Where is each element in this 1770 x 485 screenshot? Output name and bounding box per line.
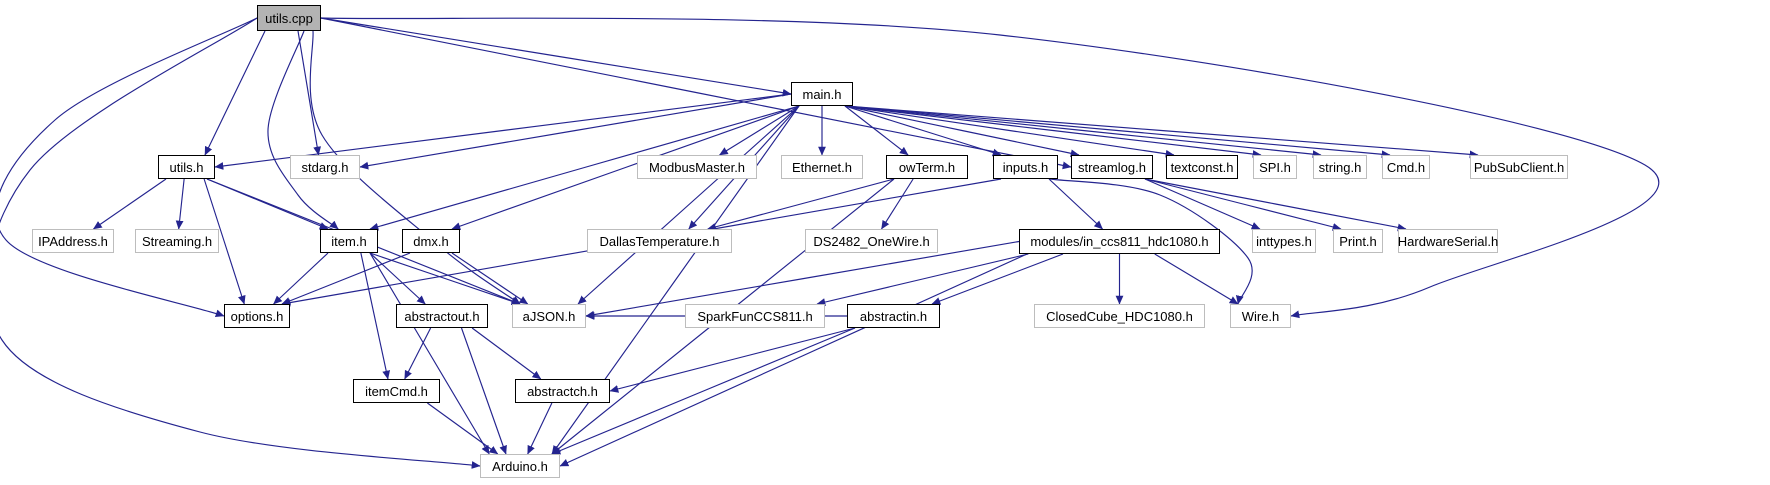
edge-item.h-to-itemCmd.h [360, 252, 391, 380]
graph-node-abstractin.h[interactable]: abstractin.h [847, 304, 940, 328]
edge-main.h-to-stdarg.h [359, 93, 792, 170]
edge-main.h-to-item.h [369, 105, 800, 231]
graph-node-DS2482_OneWire.h: DS2482_OneWire.h [805, 229, 938, 253]
edge-main.h-to-string.h [844, 105, 1322, 159]
edge-utils.cpp-to-Wire.h [320, 17, 1660, 319]
graph-node-SPI.h: SPI.h [1253, 155, 1297, 179]
edge-modules/in_ccs811_hdc1080.h-to-abstractin.h [931, 253, 1064, 305]
edge-itemCmd.h-to-Arduino.h [427, 402, 499, 455]
graph-node-ModbusMaster.h: ModbusMaster.h [637, 155, 757, 179]
graph-node-abstractout.h[interactable]: abstractout.h [396, 304, 488, 328]
edge-abstractin.h-to-Arduino.h [551, 327, 856, 455]
edge-main.h-to-dmx.h [451, 105, 800, 230]
edge-modules/in_ccs811_hdc1080.h-to-SparkFunCCS811.h [816, 253, 1029, 306]
graph-node-Print.h: Print.h [1333, 229, 1383, 253]
edge-main.h-to-inputs.h [844, 105, 1002, 157]
graph-node-PubSubClient.h: PubSubClient.h [1470, 155, 1568, 179]
graph-node-dmx.h[interactable]: dmx.h [402, 229, 460, 253]
edge-utils.cpp-to-options.h [0, 17, 258, 317]
graph-node-inttypes.h: inttypes.h [1252, 229, 1316, 253]
edge-streamlog.h-to-HardwareSerial.h [1144, 178, 1407, 232]
graph-node-streamlog.h[interactable]: streamlog.h [1071, 155, 1153, 179]
graph-node-ClosedCube_HDC1080.h: ClosedCube_HDC1080.h [1034, 304, 1205, 328]
edge-abstractch.h-to-Arduino.h [527, 402, 553, 455]
edge-main.h-to-Cmd.h [844, 105, 1391, 159]
edge-abstractin.h-to-abstractch.h [609, 327, 856, 393]
graph-node-abstractch.h[interactable]: abstractch.h [515, 379, 610, 403]
edge-inputs.h-to-modules/in_ccs811_hdc1080.h [1048, 178, 1103, 230]
edge-utils.h-to-IPAddress.h [93, 178, 167, 230]
edge-utils.cpp-to-aJSON.h [309, 30, 521, 305]
graph-node-itemCmd.h[interactable]: itemCmd.h [353, 379, 440, 403]
edge-item.h-to-aJSON.h [369, 252, 521, 306]
edge-item.h-to-options.h [273, 252, 329, 305]
graph-node-utils.h[interactable]: utils.h [158, 155, 215, 179]
edge-owTerm.h-to-DallasTemperature.h [707, 178, 895, 231]
graph-node-item.h[interactable]: item.h [320, 229, 378, 253]
graph-node-Streaming.h: Streaming.h [135, 229, 219, 253]
edge-utils.cpp-to-Arduino.h [0, 17, 481, 469]
edge-utils.cpp-to-main.h [320, 17, 792, 97]
graph-node-HardwareSerial.h: HardwareSerial.h [1398, 229, 1498, 253]
edge-modules/in_ccs811_hdc1080.h-to-Arduino.h [559, 253, 1028, 467]
edge-modules/in_ccs811_hdc1080.h-to-aJSON.h [585, 240, 1020, 319]
graph-node-stdarg.h: stdarg.h [290, 155, 360, 179]
edge-owTerm.h-to-DS2482_OneWire.h [881, 178, 914, 230]
edge-dmx.h-to-aJSON.h [451, 252, 529, 305]
graph-node-textconst.h[interactable]: textconst.h [1166, 155, 1238, 179]
graph-node-string.h: string.h [1313, 155, 1367, 179]
graph-node-modules/in_ccs811_hdc1080.h[interactable]: modules/in_ccs811_hdc1080.h [1019, 229, 1220, 254]
edge-utils.cpp-to-utils.h [204, 30, 266, 156]
graph-node-SparkFunCCS811.h: SparkFunCCS811.h [685, 304, 825, 328]
graph-node-Ethernet.h: Ethernet.h [781, 155, 863, 179]
graph-node-Cmd.h: Cmd.h [1382, 155, 1430, 179]
graph-node-Arduino.h: Arduino.h [480, 454, 560, 478]
graph-node-aJSON.h: aJSON.h [512, 304, 586, 328]
graph-node-main.h[interactable]: main.h [791, 82, 853, 106]
edge-abstractout.h-to-abstractch.h [471, 327, 542, 380]
edge-main.h-to-utils.h [214, 93, 792, 170]
edge-main.h-to-streamlog.h [844, 105, 1080, 158]
edge-abstractout.h-to-itemCmd.h [404, 327, 432, 380]
edge-utils.cpp-to-item.h [267, 30, 339, 230]
graph-node-DallasTemperature.h: DallasTemperature.h [587, 229, 732, 253]
graph-node-options.h[interactable]: options.h [224, 304, 290, 328]
edge-main.h-to-PubSubClient.h [844, 105, 1479, 159]
edge-utils.cpp-to-stdarg.h [297, 30, 322, 156]
edge-main.h-to-Arduino.h [551, 105, 800, 455]
edge-utils.h-to-Streaming.h [175, 178, 185, 230]
edge-main.h-to-aJSON.h [577, 105, 800, 305]
edge-modules/in_ccs811_hdc1080.h-to-Wire.h [1154, 253, 1239, 305]
edge-streamlog.h-to-inttypes.h [1144, 178, 1261, 230]
graph-node-inputs.h[interactable]: inputs.h [993, 155, 1058, 179]
edge-streamlog.h-to-Print.h [1144, 178, 1342, 231]
edge-item.h-to-Arduino.h [369, 252, 490, 455]
edge-abstractout.h-to-Arduino.h [460, 327, 507, 455]
edge-main.h-to-ModbusMaster.h [719, 105, 800, 156]
graph-node-IPAddress.h: IPAddress.h [32, 229, 114, 253]
edge-utils.h-to-options.h [203, 178, 246, 305]
edge-main.h-to-textconst.h [844, 105, 1175, 158]
edge-main.h-to-SPI.h [844, 105, 1262, 158]
edge-item.h-to-abstractout.h [369, 252, 426, 305]
graph-node-Wire.h: Wire.h [1230, 304, 1291, 328]
graph-root-node-utils.cpp: utils.cpp [257, 5, 321, 31]
graph-node-owTerm.h[interactable]: owTerm.h [886, 155, 968, 179]
edge-dmx.h-to-options.h [281, 252, 411, 305]
edge-utils.cpp-to-streamlog.h [320, 17, 1072, 170]
edge-inputs.h-to-Wire.h [1049, 178, 1253, 305]
edge-main.h-to-owTerm.h [844, 105, 909, 156]
